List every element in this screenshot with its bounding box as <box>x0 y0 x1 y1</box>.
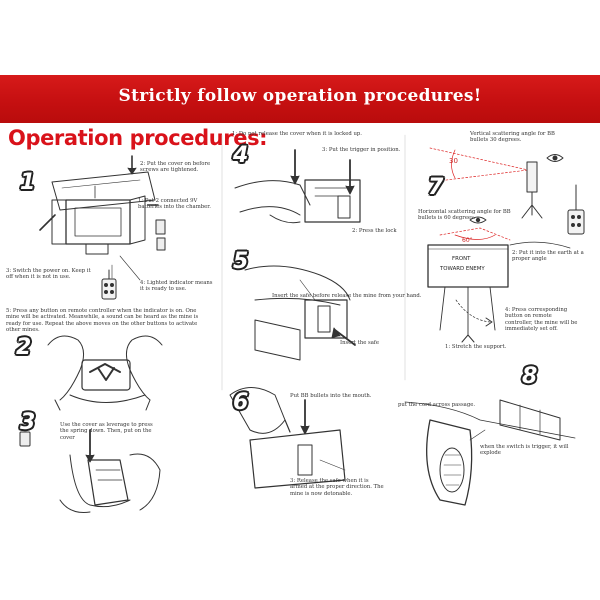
step6-illustration <box>229 387 346 489</box>
caption-insert-safe-release: Insert the safe before release the mine … <box>272 293 422 299</box>
caption-vertical-angle: Vertical scattering angle for BB bullets… <box>470 131 555 144</box>
caption-put-bb: Put BB bullets into the mouth. <box>290 393 372 399</box>
step7-illustration <box>427 147 585 343</box>
step5-illustration <box>244 265 356 361</box>
step-number-1: 1 <box>20 170 36 195</box>
step1-illustration <box>39 155 166 300</box>
caption-not-release: 1: Do not release the cover when it is l… <box>232 131 362 137</box>
horizontal-angle-label: 60° <box>462 237 473 244</box>
remote-control-icon <box>101 278 117 300</box>
remote-control-icon <box>19 431 31 447</box>
caption-lever: Use the cover as leverage to press the s… <box>60 422 153 441</box>
caption-put-earth: 2: Put it into the earth at a proper ang… <box>512 250 584 263</box>
caption-put-cover: 2: Put the cover on before screws are ti… <box>140 161 211 174</box>
caption-insert-safe: Insert the safe <box>340 340 380 346</box>
caption-press-corresponding: 4: Press corresponding button on remote … <box>505 307 578 333</box>
mine-toward-label: TOWARD ENEMY <box>440 266 485 272</box>
caption-release-safe: 3: Release the safe when it is armed at … <box>290 478 384 497</box>
step-number-6: 6 <box>233 390 249 415</box>
step-number-5: 5 <box>233 249 249 274</box>
step2-illustration <box>47 335 163 411</box>
step-number-8: 8 <box>522 364 538 389</box>
caption-press-lock: 2: Press the lock <box>352 228 397 234</box>
caption-batteries: 1: Put 2 connected 9V batteries into the… <box>138 198 211 211</box>
step-number-7: 7 <box>428 175 444 200</box>
caption-press-button: 5: Press any button on remote controller… <box>6 308 199 334</box>
caption-switch-trigger: when the switch is trigger, it will expl… <box>480 444 569 457</box>
caption-switch-power: 3: Switch the power on. Keep it off when… <box>6 268 91 281</box>
section-title: Operation procedures: <box>8 126 268 150</box>
step3-illustration <box>19 429 161 513</box>
mine-front-label: FRONT <box>452 256 471 262</box>
caption-trigger: 3: Put the trigger in position. <box>322 147 401 153</box>
caption-indicator: 4: Lighted indicator means it is ready t… <box>140 280 213 293</box>
caption-stretch-support: 1: Stretch the support. <box>445 344 507 350</box>
step4-illustration <box>234 149 361 224</box>
step-number-3: 3 <box>20 410 36 435</box>
eye-icon <box>469 216 487 224</box>
caption-cord: put the cord across passage. <box>398 402 476 408</box>
vertical-angle-label: 30 <box>449 157 458 165</box>
banner-title: Strictly follow operation procedures! <box>118 86 482 106</box>
step-number-2: 2 <box>16 335 32 360</box>
step8-illustration <box>404 399 576 506</box>
banner <box>0 75 600 123</box>
remote-control-icon <box>567 209 585 235</box>
step-number-4: 4 <box>233 143 249 168</box>
caption-horizontal-angle: Horizontal scattering angle for BB bulle… <box>418 209 511 222</box>
eye-icon <box>546 154 564 162</box>
